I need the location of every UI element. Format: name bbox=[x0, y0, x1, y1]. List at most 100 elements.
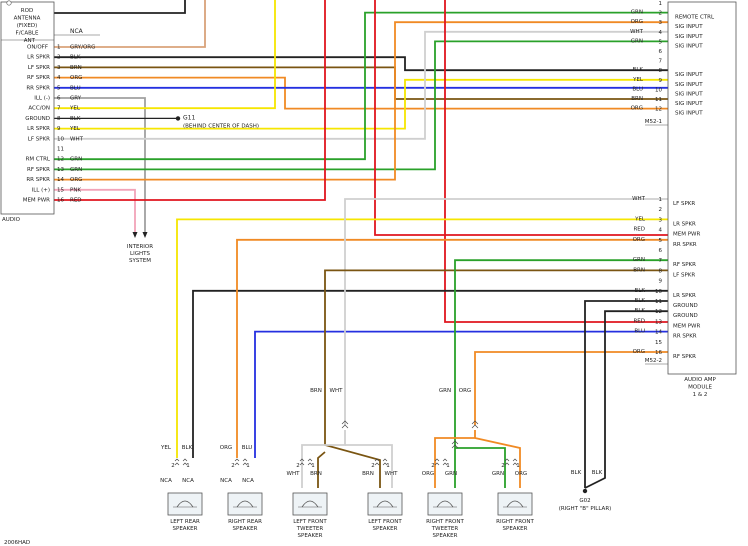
amp-conn2-pin-name: LR SPKR bbox=[673, 221, 696, 227]
speaker-name: TWEETER bbox=[296, 526, 324, 532]
audio-pin-number: 4 bbox=[57, 75, 61, 81]
amp-conn1-pin-number: 7 bbox=[659, 59, 663, 65]
wire-rf-spkr-org bbox=[54, 76, 668, 110]
splice-connector-icon bbox=[471, 420, 479, 429]
amp-conn2-wire-color: BLK bbox=[635, 308, 646, 314]
audio-pin-number: 9 bbox=[57, 126, 61, 132]
ground-g11-desc: (BEHIND CENTER OF DASH) bbox=[183, 123, 259, 129]
amp-conn1-wire-color: GRN bbox=[631, 10, 643, 16]
ground-g02-wire-color: BLK bbox=[571, 470, 582, 476]
amp-module-box bbox=[667, 1, 737, 375]
amp-conn2-wire-color: WHT bbox=[632, 196, 646, 202]
audio-pin-name: ILL (+) bbox=[32, 187, 50, 193]
amp-module-label: 1 & 2 bbox=[693, 392, 708, 398]
ground-g02-desc: (RIGHT "B" PILLAR) bbox=[559, 506, 612, 512]
audio-pin-wire-color: RED bbox=[70, 198, 82, 204]
ground-g11-id: G11 bbox=[183, 114, 195, 121]
audio-header-line: (FIXED) bbox=[17, 23, 38, 29]
audio-pin-wire-color: GRY bbox=[70, 96, 82, 102]
audio-pin-name: RF SPKR bbox=[27, 75, 50, 81]
wire-rm-ctrl bbox=[54, 11, 668, 161]
audio-pin-number: 6 bbox=[57, 96, 61, 102]
amp-conn2-wire-color: BRN bbox=[633, 267, 645, 273]
speaker-box bbox=[367, 492, 403, 516]
splice-right-wire-color: GRN bbox=[439, 388, 451, 394]
audio-pin-number: 16 bbox=[57, 198, 64, 204]
audio-unit-label: AUDIO bbox=[2, 217, 21, 223]
amp-conn2-id: M52-2 bbox=[645, 358, 662, 364]
amp-conn2-pin-number: 2 bbox=[659, 207, 663, 213]
connector-terminal-icon bbox=[174, 458, 180, 466]
amp-conn1-wire-color: WHT bbox=[630, 29, 644, 35]
ground-g02-id: G02 bbox=[579, 498, 590, 504]
wire-lf-spkr-wht bbox=[54, 30, 668, 140]
speaker-wire-color: BLU bbox=[242, 445, 253, 451]
amp-conn1-pin-number: 1 bbox=[659, 1, 663, 7]
speaker-wire-color: BRN bbox=[310, 471, 322, 477]
audio-pin-wire-color: PNK bbox=[70, 187, 81, 193]
speaker-pin-number: 1 bbox=[516, 463, 520, 469]
amp-conn2-pin-number: 1 bbox=[659, 197, 663, 203]
amp-conn1-pin-name: SIG INPUT bbox=[675, 101, 703, 107]
wire-ground-g02-b bbox=[584, 310, 668, 489]
speaker-name: RIGHT FRONT bbox=[426, 519, 464, 525]
amp-conn2-pin-number: 12 bbox=[655, 309, 662, 315]
wire-lf-spk-wht bbox=[345, 444, 393, 488]
speaker-name: LEFT FRONT bbox=[368, 519, 402, 525]
connector-terminal-icon bbox=[242, 458, 248, 466]
amp-conn2-wire-color: BLU bbox=[634, 329, 645, 335]
audio-pin-number: 10 bbox=[57, 136, 64, 142]
audio-pin-wire-color: ORG bbox=[70, 75, 82, 81]
speaker-name: RIGHT FRONT bbox=[496, 519, 534, 525]
wire-right-rear-org bbox=[236, 238, 668, 458]
amp-module-label: MODULE bbox=[688, 385, 712, 391]
amp-conn1-wire-color: ORG bbox=[631, 19, 643, 25]
speaker-name: RIGHT REAR bbox=[228, 519, 262, 525]
audio-pin-name: ON/OFF bbox=[27, 45, 48, 51]
arrow-down-icon bbox=[142, 232, 148, 238]
amp-conn2-pin-name: MEM PWR bbox=[673, 323, 700, 329]
amp-conn1-pin-number: 6 bbox=[659, 49, 663, 55]
ground-g11-icon bbox=[175, 116, 181, 121]
speaker-pin-number: 1 bbox=[386, 463, 390, 469]
audio-pin-wire-color: GRN bbox=[70, 167, 82, 173]
interior-lights-label: LIGHTS bbox=[130, 251, 150, 257]
wire-ant-onoff bbox=[54, 0, 206, 48]
connector-terminal-icon bbox=[307, 458, 313, 466]
speaker-pin-number: 2 bbox=[501, 463, 505, 469]
speaker-wire-color: BRN bbox=[362, 471, 374, 477]
splice-left-wire-color: WHT bbox=[330, 388, 344, 394]
speaker-wire-color: ORG bbox=[515, 471, 527, 477]
amp-conn1-wire-color: GRN bbox=[631, 38, 643, 44]
audio-pin-number: 5 bbox=[57, 85, 61, 91]
amp-conn2-pin-number: 4 bbox=[659, 228, 663, 234]
speaker-wire-color: BLK bbox=[182, 445, 193, 451]
audio-pin-wire-color: BLU bbox=[70, 85, 81, 91]
amp-conn2-wire-color: ORG bbox=[633, 237, 645, 243]
speaker-cone-icon bbox=[436, 500, 454, 508]
amp-conn2-pin-number: 3 bbox=[659, 217, 663, 223]
amp-module-label: AUDIO AMP bbox=[684, 377, 716, 383]
antenna-nca-label: NCA bbox=[70, 28, 84, 35]
amp-conn1-pin-name: SIG INPUT bbox=[675, 24, 703, 30]
amp-conn1-pin-name: REMOTE CTRL bbox=[675, 15, 715, 21]
amp-conn2-pin-number: 10 bbox=[655, 289, 662, 295]
amp-conn2-pin-name: LF SPKR bbox=[673, 272, 695, 278]
wire-rf-spk-grn bbox=[455, 447, 506, 488]
interior-lights-label: INTERIOR bbox=[127, 244, 153, 250]
amp-conn2-wire-color: BLK bbox=[635, 288, 646, 294]
wire-mem-pwr-amp bbox=[374, 0, 668, 236]
amp-conn2-pin-name: MEM PWR bbox=[673, 232, 700, 238]
audio-pin-wire-color: YEL bbox=[69, 126, 81, 132]
wire-mem-pwr-amp2 bbox=[444, 0, 668, 323]
splice-connector-icon bbox=[451, 440, 459, 449]
amp-conn1-pin-number: 4 bbox=[659, 30, 663, 36]
speaker-pin-number: 1 bbox=[446, 463, 450, 469]
wire-lf-spkr-brn bbox=[54, 66, 668, 100]
component-layer bbox=[0, 0, 737, 516]
amp-conn2-pin-number: 9 bbox=[659, 279, 663, 285]
antenna-terminal-icon bbox=[6, 0, 12, 6]
speaker-pin-number: 1 bbox=[246, 463, 250, 469]
wire-lr-spkr-yel bbox=[54, 78, 668, 130]
amp-conn1-pin-name: SIG INPUT bbox=[675, 91, 703, 97]
